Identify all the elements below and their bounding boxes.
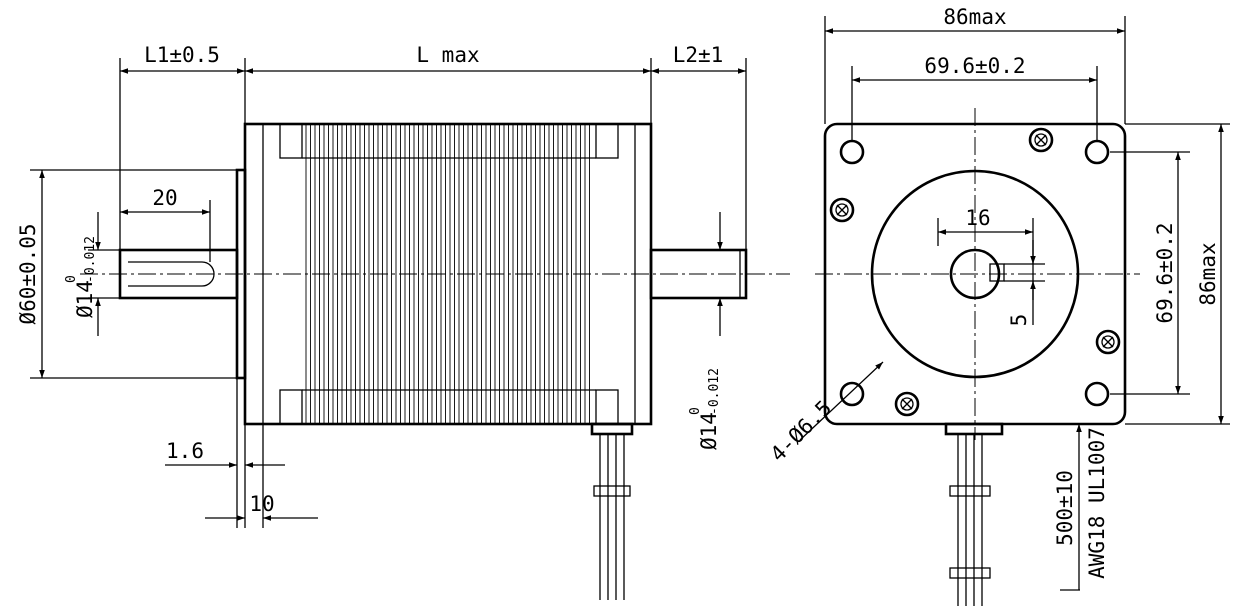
pilot-dia-label: Ø60±0.05: [16, 223, 40, 324]
screw-head: [894, 391, 920, 417]
holes-label: 4-Ø6.5: [766, 396, 837, 467]
wire-spec-label: AWG18 UL1007: [1085, 427, 1109, 579]
screw-head: [1095, 329, 1121, 355]
lead-wires-front: [944, 422, 1004, 606]
lead-length-label: 500±10: [1053, 470, 1077, 546]
screw-head: [1028, 127, 1054, 153]
rotor-screws: [829, 127, 1121, 417]
rear-shaft-dia-label: Ø14 0 -0.012: [688, 368, 722, 450]
shaft-flat-label: 16: [965, 206, 990, 230]
svg-text:Ø14: Ø14: [73, 280, 97, 318]
front-shaft-dia-label: Ø14 0 -0.012: [64, 236, 98, 318]
screw-head: [829, 197, 855, 223]
flange-thickness-label: 10: [249, 492, 274, 516]
shaft-key: [989, 263, 1005, 282]
width-max-label: 86max: [943, 5, 1006, 29]
shaft-length-label: 20: [152, 186, 177, 210]
svg-text:0: 0: [64, 275, 79, 283]
l2-label: L2±1: [673, 43, 724, 67]
svg-text:-0.012: -0.012: [83, 236, 98, 283]
front-view: 86max 69.6±0.2 69.6±0.2 86max 16 5 4-Ø6.…: [766, 5, 1230, 606]
l1-label: L1±0.5: [144, 43, 220, 67]
svg-text:0: 0: [688, 407, 703, 415]
lead-wires-side: [590, 422, 634, 600]
svg-text:Ø14: Ø14: [697, 412, 721, 450]
side-view: L1±0.5 L max L2±1 20 Ø60±0.05 Ø14 0 -0.0…: [16, 43, 790, 600]
key-width-label: 5: [1007, 314, 1031, 327]
height-max-label: 86max: [1196, 242, 1220, 305]
mounting-holes: [839, 139, 1110, 407]
hole-spacing-h-label: 69.6±0.2: [924, 54, 1025, 78]
lmax-label: L max: [416, 43, 479, 67]
svg-text:-0.012: -0.012: [707, 368, 722, 415]
pilot-height-label: 1.6: [166, 439, 204, 463]
hole-spacing-v-label: 69.6±0.2: [1153, 222, 1177, 323]
